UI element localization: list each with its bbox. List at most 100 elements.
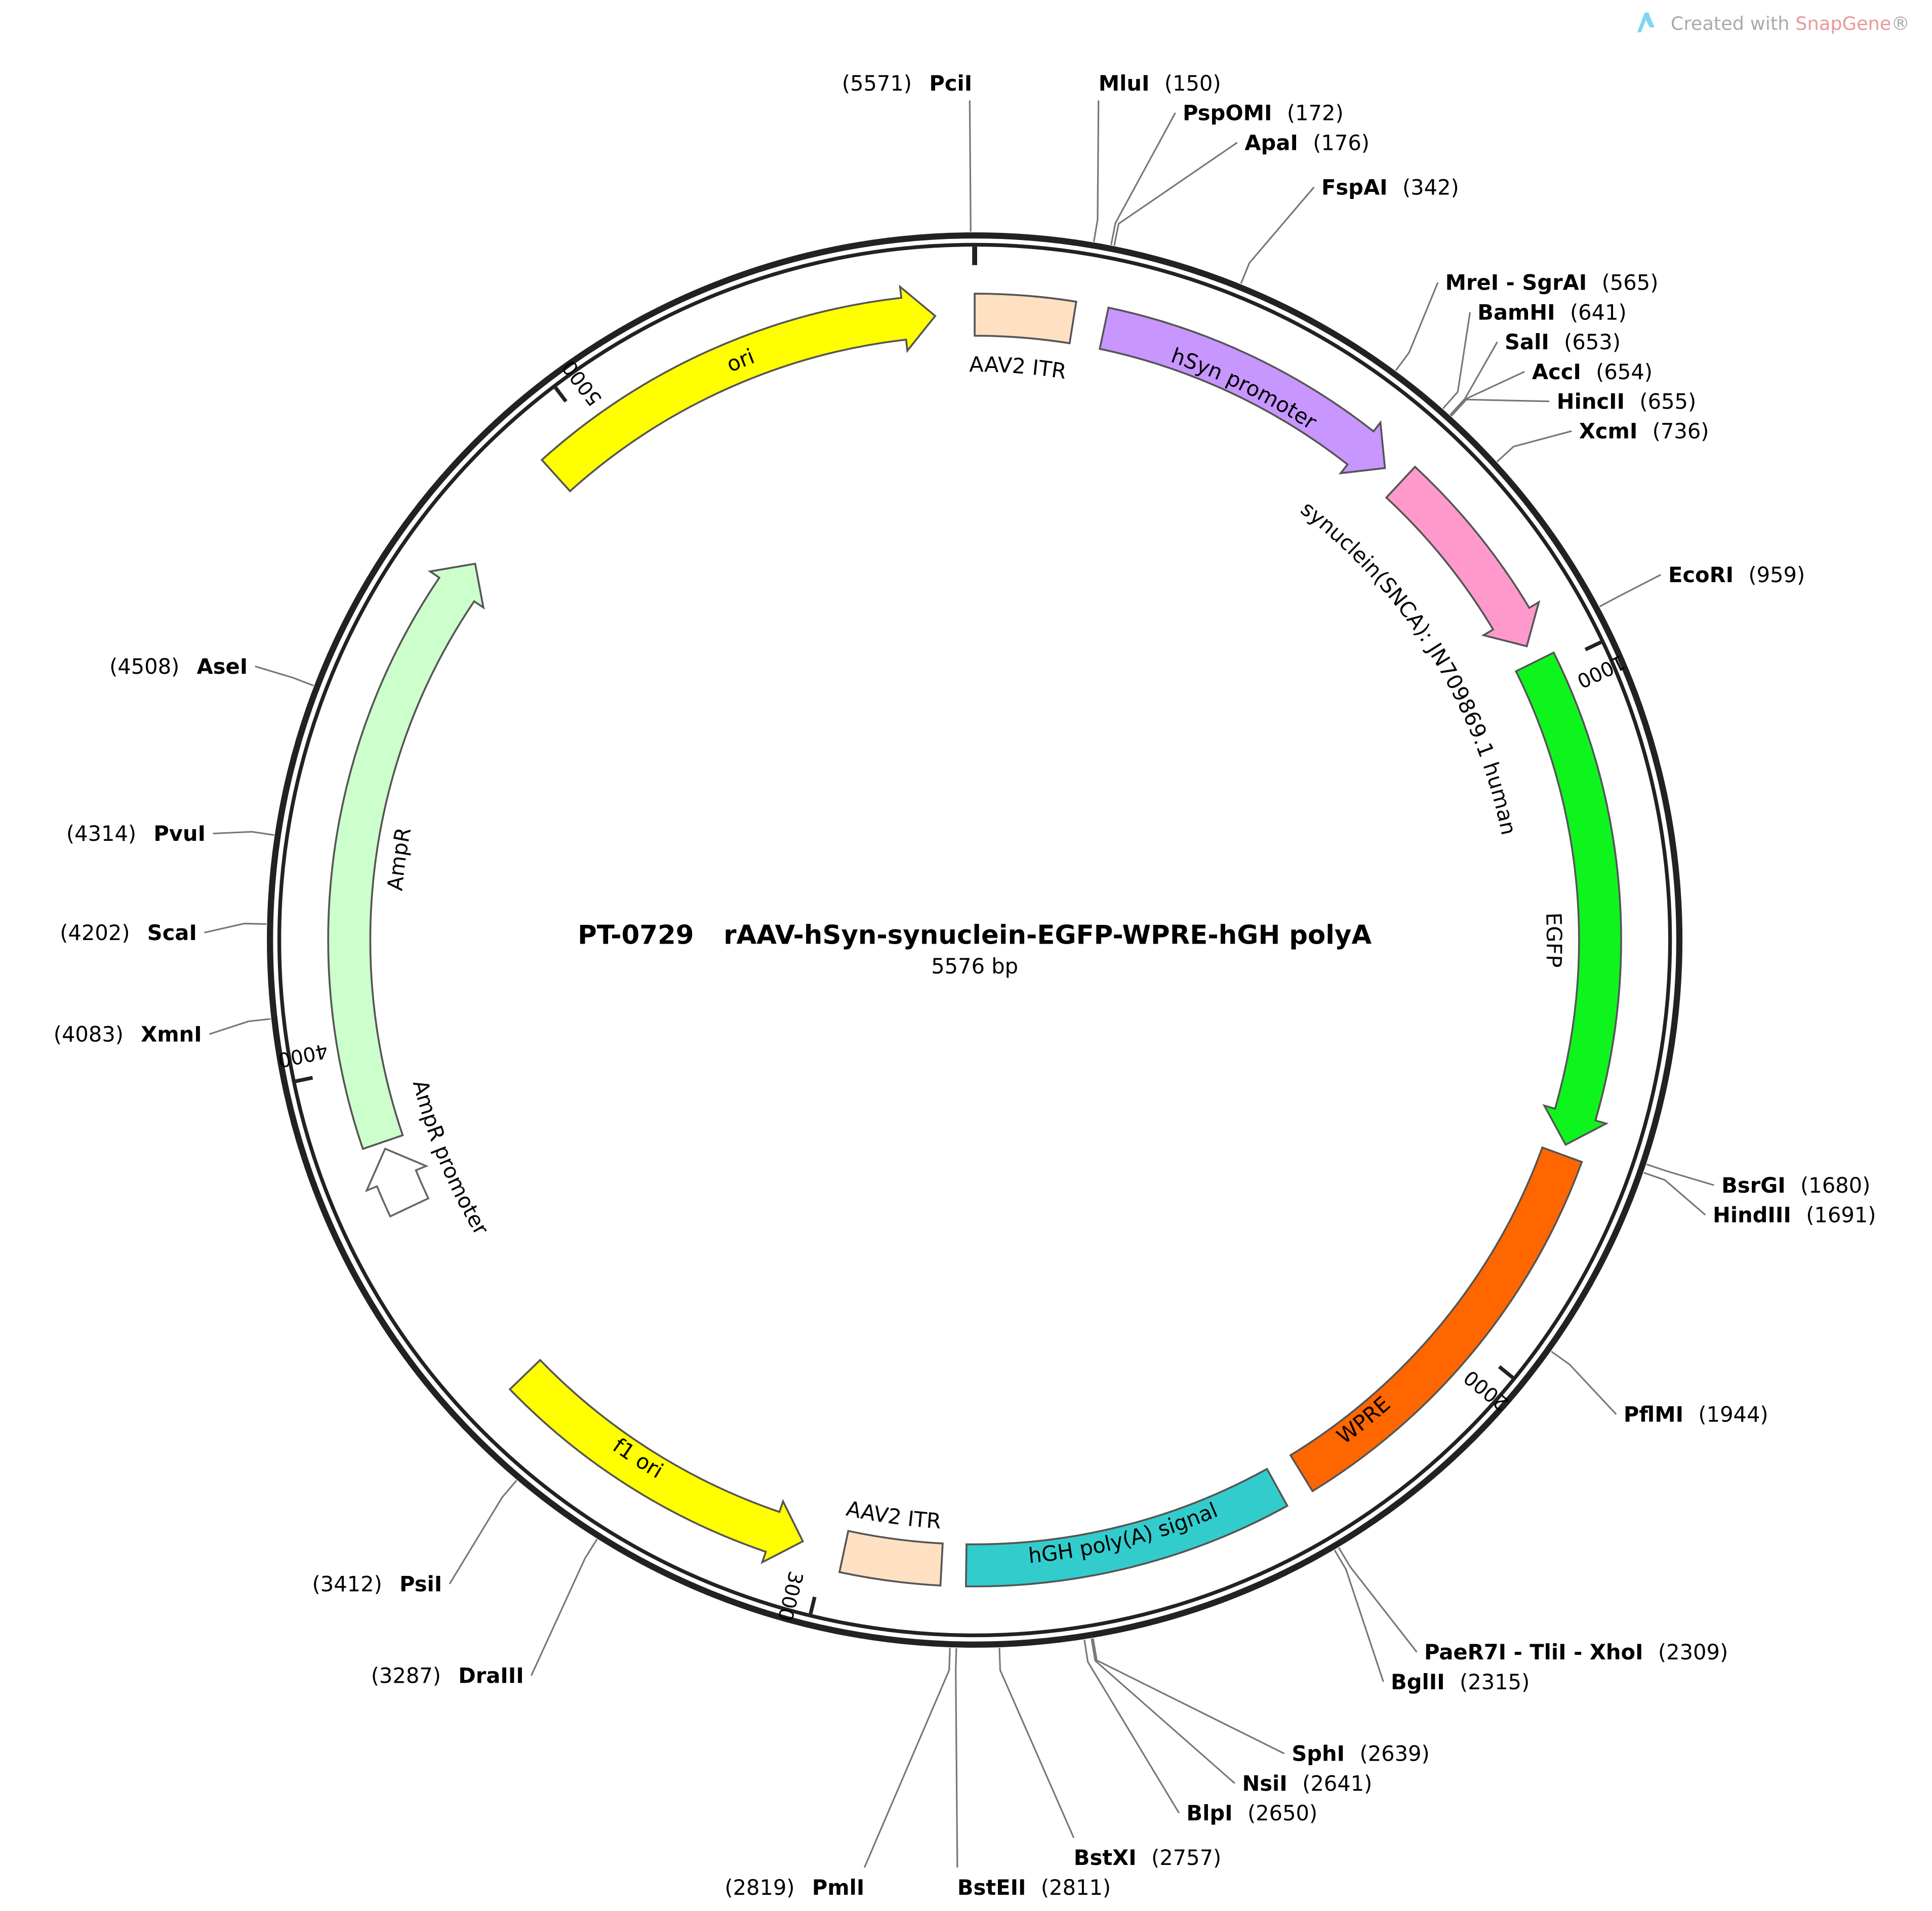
enzyme-name: PaeR7I - TliI - XhoI (1424, 1640, 1643, 1664)
site-label[interactable]: AccI (654) (1532, 359, 1653, 384)
restriction-site[interactable]: HincII(655) (1451, 389, 1697, 417)
enzyme-name: PsiI (399, 1572, 442, 1597)
restriction-site[interactable]: PspOMI(172) (1110, 101, 1344, 246)
site-label[interactable]: XcmI(736) (1579, 419, 1709, 443)
restriction-site[interactable]: BsrGI(1680) (1646, 1163, 1870, 1198)
enzyme-name: MreI - SgrAI (1445, 270, 1587, 295)
enzyme-position: (641) (1570, 300, 1627, 324)
feature-ampr[interactable] (327, 562, 485, 1150)
site-label[interactable]: BamHI(641) (1477, 300, 1627, 324)
site-label[interactable]: MluI(150) (1099, 71, 1221, 96)
restriction-site[interactable]: BstXI(2757) (998, 1648, 1221, 1870)
feature-egfp[interactable] (1514, 651, 1622, 1146)
restriction-site[interactable]: XcmI(736) (1496, 419, 1709, 463)
site-leader-line (1551, 1351, 1617, 1415)
site-label[interactable]: MreI - SgrAI(565) (1445, 270, 1659, 295)
site-label[interactable]: BstEII(2811) (957, 1875, 1111, 1900)
restriction-site[interactable]: NsiI(2641) (1091, 1638, 1373, 1796)
restriction-site[interactable]: (3412) PsiI (312, 1480, 517, 1597)
enzyme-name: BlpI (1186, 1801, 1232, 1825)
enzyme-name: PvuI (153, 821, 206, 846)
restriction-site[interactable]: SphI(2639) (1092, 1638, 1430, 1766)
site-label[interactable]: (4083)XmnI (54, 1022, 202, 1047)
site-label[interactable]: (4202)ScaI (60, 920, 197, 945)
restriction-site[interactable]: MluI(150) (1093, 71, 1221, 242)
site-label[interactable]: BlpI(2650) (1186, 1801, 1317, 1825)
restriction-site[interactable]: ApaI(176) (1113, 130, 1370, 246)
snapgene-watermark: Created with SnapGene® (1637, 12, 1910, 34)
restriction-site[interactable]: (3287)DraIII (371, 1538, 598, 1688)
site-label[interactable]: BsrGI(1680) (1721, 1173, 1870, 1198)
site-leader-line (1093, 100, 1100, 242)
restriction-site[interactable]: (4314)PvuI (66, 821, 274, 846)
enzyme-position: (4202) (60, 920, 130, 945)
restriction-site[interactable]: EcoRI(959) (1599, 562, 1805, 607)
restriction-site[interactable]: PflMI(1944) (1551, 1351, 1768, 1427)
feature-aav2-itr[interactable] (838, 1530, 944, 1587)
site-label[interactable]: ApaI(176) (1244, 130, 1370, 155)
site-label[interactable]: (4508)AseI (109, 654, 248, 679)
site-label[interactable]: PaeR7I - TliI - XhoI(2309) (1424, 1640, 1728, 1664)
site-label[interactable]: (2819)PmlI (724, 1875, 864, 1900)
enzyme-position: (3412) (312, 1572, 382, 1597)
enzyme-position: (2819) (724, 1875, 794, 1900)
enzyme-name: HincII (1557, 389, 1625, 414)
feature-ampr-promoter[interactable] (365, 1147, 430, 1218)
site-leader-line (1496, 430, 1572, 463)
enzyme-position: (4083) (54, 1022, 124, 1047)
feature-label-ampr-promoter: AmpR promoter (408, 1077, 494, 1239)
enzyme-position: (654) (1596, 359, 1653, 384)
restriction-site[interactable]: (4083)XmnI (54, 1018, 271, 1047)
restriction-site[interactable]: BglII(2315) (1334, 1550, 1530, 1694)
site-label[interactable]: BstXI(2757) (1074, 1845, 1221, 1870)
site-label[interactable]: (5571)PciI (842, 71, 972, 96)
site-label[interactable]: BglII(2315) (1391, 1670, 1530, 1694)
site-label[interactable]: (3412) PsiI (312, 1572, 442, 1597)
enzyme-position: (4508) (109, 654, 179, 679)
enzyme-name: AccI (1532, 359, 1581, 384)
enzyme-position: (2315) (1460, 1670, 1530, 1694)
restriction-site[interactable]: SalI(653) (1450, 330, 1621, 416)
site-label[interactable]: (3287)DraIII (371, 1663, 524, 1688)
plasmid-length: 5576 bp (931, 954, 1018, 979)
restriction-site[interactable]: PaeR7I - TliI - XhoI(2309) (1338, 1547, 1728, 1664)
site-leader-line (1599, 574, 1662, 607)
restriction-site[interactable]: (2819)PmlI (724, 1648, 951, 1900)
site-leader-line (1113, 142, 1238, 246)
site-label[interactable]: SalI(653) (1505, 330, 1621, 354)
feature-wpre[interactable] (1289, 1146, 1583, 1493)
restriction-site[interactable]: HindIII(1691) (1643, 1171, 1876, 1228)
site-label[interactable]: HincII(655) (1557, 389, 1696, 414)
tick-mark (295, 1076, 313, 1083)
enzyme-position: (2641) (1302, 1771, 1372, 1796)
site-label[interactable]: EcoRI(959) (1668, 562, 1805, 587)
site-label[interactable]: SphI(2639) (1292, 1741, 1429, 1766)
feature-hgh-poly-a-signal[interactable] (964, 1468, 1289, 1588)
restriction-site[interactable]: MreI - SgrAI(565) (1395, 270, 1659, 371)
enzyme-name: BsrGI (1721, 1173, 1786, 1198)
feature-aav2-itr[interactable] (974, 293, 1077, 345)
restriction-site[interactable]: (5571)PciI (842, 71, 972, 232)
restriction-site[interactable]: FspAI(342) (1240, 175, 1459, 284)
restriction-site[interactable]: (4202)ScaI (60, 920, 267, 945)
enzyme-position: (1944) (1698, 1402, 1768, 1427)
site-leader-line (1083, 1639, 1180, 1814)
restriction-site[interactable]: AccI (654) (1450, 359, 1653, 416)
site-label[interactable]: FspAI(342) (1321, 175, 1459, 199)
feature-f1-ori[interactable] (508, 1359, 804, 1564)
restriction-site[interactable]: BstEII(2811) (955, 1648, 1111, 1900)
restriction-site[interactable]: BamHI(641) (1442, 300, 1627, 410)
site-label[interactable]: PflMI(1944) (1624, 1402, 1768, 1427)
feature-hsyn-promoter[interactable] (1098, 306, 1386, 475)
site-leader-line (1643, 1171, 1706, 1216)
site-label[interactable]: NsiI(2641) (1242, 1771, 1372, 1796)
site-label[interactable]: (4314)PvuI (66, 821, 206, 846)
feature-synuclein-snca-jn709869-1-human[interactable] (1385, 465, 1541, 647)
enzyme-position: (150) (1164, 71, 1221, 96)
restriction-site[interactable]: BlpI(2650) (1083, 1639, 1317, 1825)
site-label[interactable]: HindIII(1691) (1713, 1203, 1876, 1228)
site-label[interactable]: PspOMI(172) (1183, 101, 1344, 126)
feature-ori[interactable] (540, 284, 937, 493)
restriction-site[interactable]: (4508)AseI (109, 654, 314, 686)
